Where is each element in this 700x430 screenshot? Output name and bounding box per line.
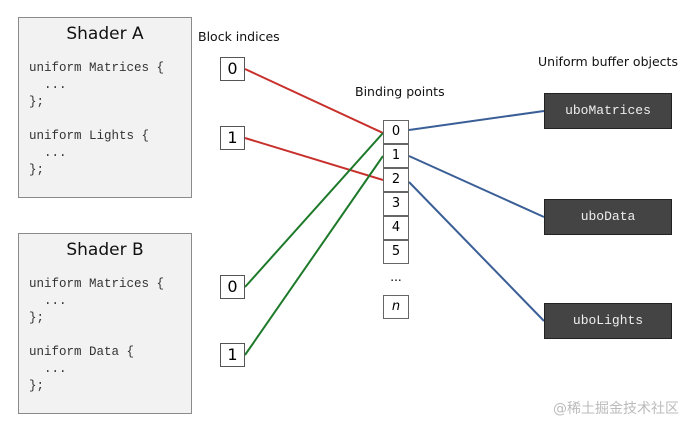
shader-a-box: Shader A uniform Matrices { ... }; unifo… [18,17,192,198]
ubo-matrices: uboMatrices [544,93,672,129]
shader-b-title: Shader B [66,240,144,260]
binding-point-0: 0 [383,120,409,144]
binding-point-4: 4 [383,216,409,240]
ubo-lights: uboLights [544,303,672,339]
block-indices-label: Block indices [198,29,280,44]
shader-a-code: uniform Matrices { ... }; uniform Lights… [29,61,165,177]
line-binding0-ubomatrices [408,110,545,131]
line-a-block0-binding0 [244,68,384,134]
block-index-a0: 0 [220,57,245,81]
binding-points-label: Binding points [355,84,445,99]
block-index-b1: 1 [220,343,245,367]
line-binding1-ubodata [408,155,545,218]
line-b-block1-binding1 [244,155,384,356]
shader-a-title: Shader A [66,24,144,44]
binding-point-3: 3 [383,192,409,216]
block-index-a1: 1 [220,126,245,150]
ubos-label: Uniform buffer objects [538,54,678,69]
block-index-b0: 0 [220,275,245,299]
line-b-block0-binding0 [244,132,384,288]
line-a-block1-binding2 [244,137,384,181]
binding-point-2: 2 [383,168,409,192]
binding-ellipsis: ... [390,270,402,284]
shader-b-code: uniform Matrices { ... }; uniform Data {… [29,277,165,393]
ubo-data: uboData [544,199,672,235]
binding-point-5: 5 [383,240,409,264]
binding-point-1: 1 [383,144,409,168]
shader-b-box: Shader B uniform Matrices { ... }; unifo… [18,233,192,414]
binding-point-n: n [383,295,409,319]
watermark: @稀土掘金技术社区 [553,401,679,417]
line-binding2-ubolights [408,181,545,322]
